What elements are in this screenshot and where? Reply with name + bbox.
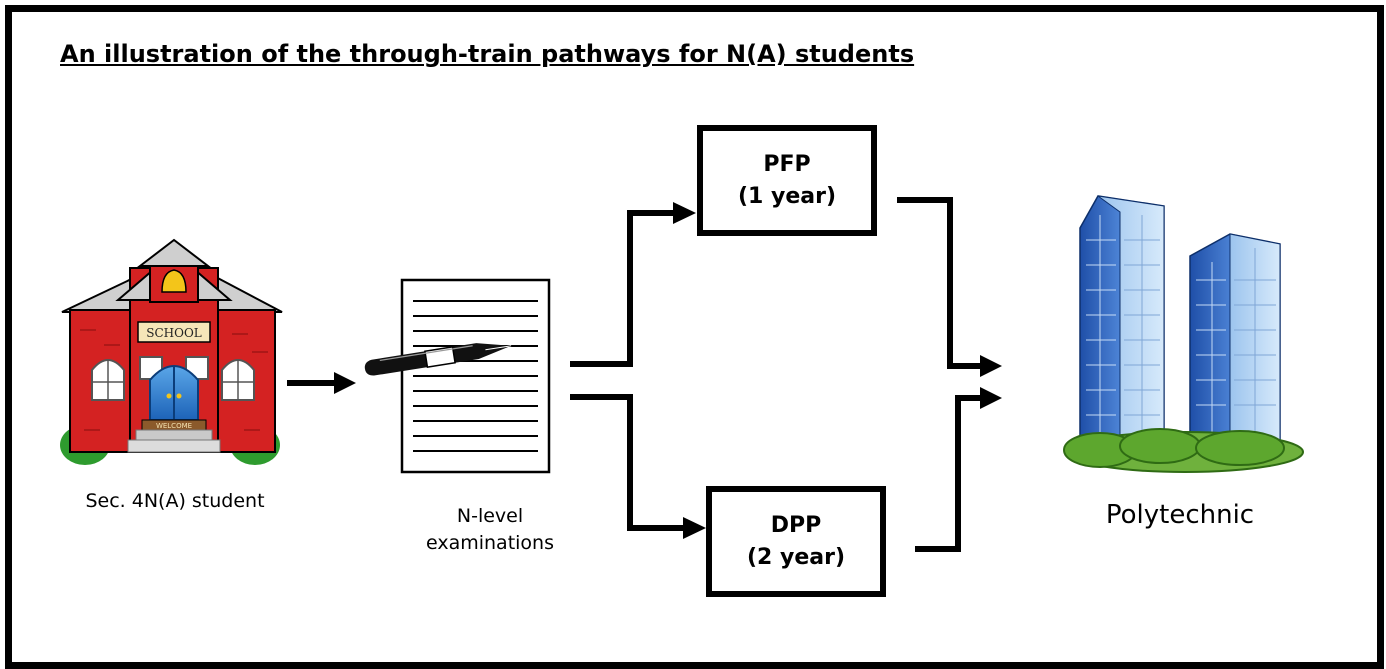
- pfp-title: PFP: [763, 151, 811, 177]
- student-label: Sec. 4N(A) student: [85, 490, 265, 512]
- dpp-duration: (2 year): [746, 544, 846, 570]
- exam-label: N-level examinations: [385, 503, 595, 557]
- connectors: [287, 197, 982, 552]
- school-sign-text: SCHOOL: [146, 326, 202, 340]
- arrowhead-pfp-to-poly: [980, 355, 1002, 377]
- arrow-exam-to-pfp: [570, 210, 675, 367]
- dpp-title: DPP: [770, 512, 822, 538]
- exam-paper-icon: [400, 278, 551, 474]
- diagram-title: An illustration of the through-train pat…: [60, 40, 915, 68]
- pfp-box: PFP (1 year): [697, 125, 877, 236]
- school-building-icon: SCHOOL WELCOME: [60, 238, 283, 465]
- arrow-exam-to-dpp: [570, 394, 685, 531]
- arrowhead-exam-to-dpp: [683, 517, 706, 539]
- arrowhead-school-to-exam: [334, 372, 356, 394]
- pfp-duration: (1 year): [737, 183, 837, 209]
- dpp-box: DPP (2 year): [706, 486, 886, 597]
- polytechnic-buildings-icon: [1063, 195, 1304, 473]
- arrowhead-exam-to-pfp: [673, 202, 696, 224]
- exam-label-line2: examinations: [425, 532, 554, 554]
- pen-icon: [364, 343, 512, 376]
- arrowhead-dpp-to-poly: [980, 387, 1002, 409]
- school-mat-text: WELCOME: [156, 422, 192, 430]
- polytechnic-label: Polytechnic: [1105, 500, 1255, 530]
- arrowheads: [334, 202, 1002, 539]
- arrow-pfp-to-poly: [897, 197, 982, 369]
- exam-label-line1: N-level: [456, 505, 524, 527]
- arrow-dpp-to-poly: [915, 395, 982, 552]
